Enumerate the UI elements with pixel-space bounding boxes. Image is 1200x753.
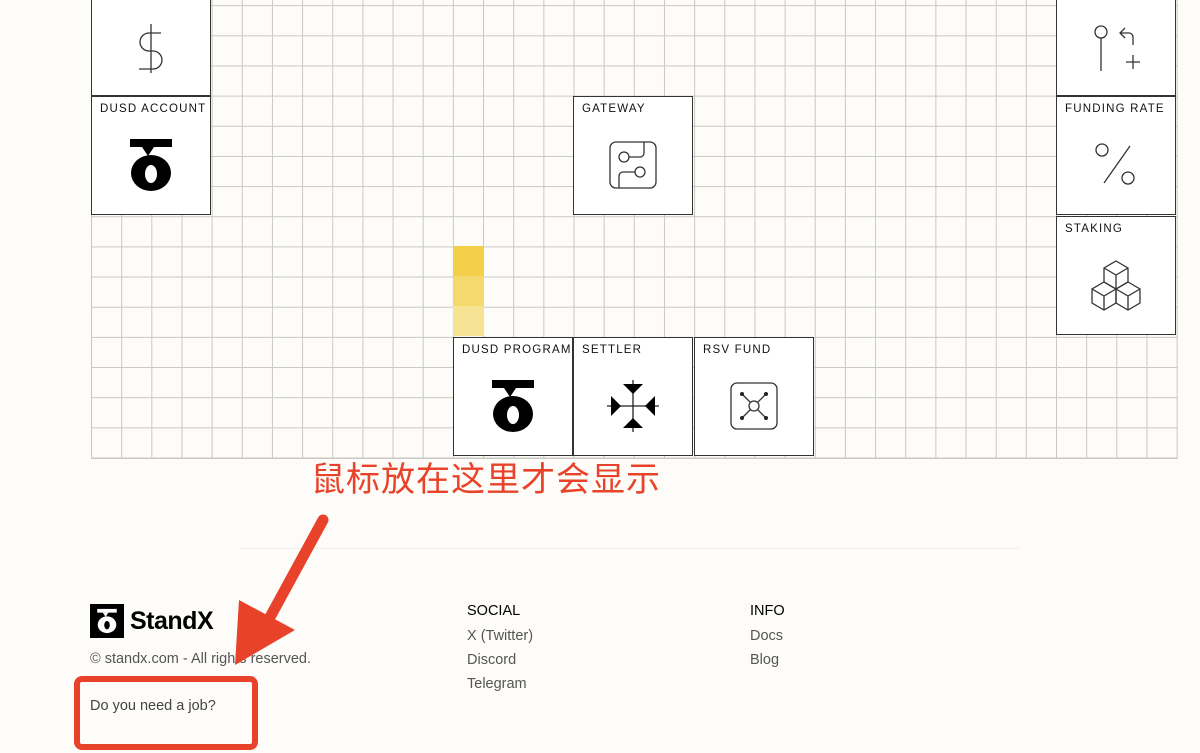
link-blog[interactable]: Blog (750, 652, 780, 668)
link-discord[interactable]: Discord (467, 652, 517, 668)
link-twitter[interactable]: X (Twitter) (467, 628, 534, 644)
dusd-logo-icon (492, 379, 534, 432)
card-label: STAKING (1065, 223, 1124, 235)
brand-logo[interactable]: StandX (90, 604, 214, 638)
standx-logo-icon (90, 604, 124, 638)
footer-divider (240, 548, 1020, 549)
card-gateway[interactable]: GATEWAY (573, 96, 693, 215)
link-docs[interactable]: Docs (750, 628, 784, 644)
brand-name: StandX (130, 606, 214, 635)
card-funding-rate[interactable]: FUNDING RATE (1056, 96, 1176, 215)
card-label: SETTLER (582, 344, 643, 356)
footer-info: INFO Docs Blog (750, 603, 785, 676)
branch-icon (1094, 25, 1140, 72)
card-settler[interactable]: SETTLER (573, 337, 693, 456)
card-branch[interactable] (1056, 0, 1176, 96)
vault-icon (730, 382, 778, 430)
copyright-text: © standx.com - All rights reserved. (90, 651, 312, 667)
converge-arrows-icon (607, 379, 659, 432)
annotation-highlight-box (74, 676, 258, 750)
card-label: RSV FUND (703, 344, 772, 356)
card-dusd-program[interactable]: DUSD PROGRAM (453, 337, 573, 456)
card-rsv-fund[interactable]: RSV FUND (694, 337, 814, 456)
footer-heading: SOCIAL (467, 603, 521, 619)
highlight-cell (453, 246, 484, 276)
card-dusd-account[interactable]: DUSD ACCOUNT (91, 96, 211, 215)
card-label: DUSD ACCOUNT (100, 103, 207, 115)
highlight-cell (453, 306, 484, 336)
card-label: FUNDING RATE (1065, 103, 1165, 115)
card-label: GATEWAY (582, 103, 646, 115)
dusd-logo-icon (130, 138, 172, 191)
circuit-icon (609, 141, 657, 189)
dollar-icon (139, 24, 163, 74)
footer-social: SOCIAL X (Twitter) Discord Telegram (467, 603, 533, 700)
annotation-arrow-icon (235, 514, 329, 665)
card-staking[interactable]: STAKING (1056, 216, 1176, 335)
footer-heading: INFO (750, 603, 785, 619)
cubes-icon (1091, 260, 1141, 311)
annotation-text: 鼠标放在这里才会显示 (311, 461, 661, 499)
percent-icon (1095, 143, 1135, 185)
card-label: DUSD PROGRAM (462, 344, 572, 356)
link-telegram[interactable]: Telegram (467, 676, 527, 692)
job-link[interactable]: Do you need a job? (90, 698, 216, 714)
highlight-cell (453, 276, 484, 306)
card-dollar[interactable] (91, 0, 211, 96)
